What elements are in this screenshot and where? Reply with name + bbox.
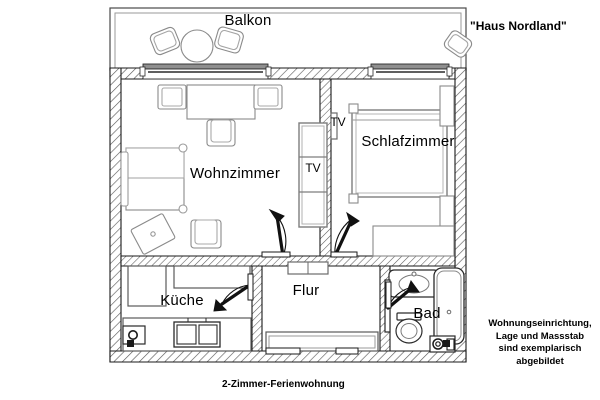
balcony-doors <box>139 63 453 80</box>
wall-tv <box>330 112 338 140</box>
annotation-tv-wall: TV <box>330 115 345 129</box>
dining-chair-bottom <box>206 119 236 147</box>
upper-cabinet <box>173 265 251 289</box>
side-table <box>130 213 176 255</box>
balcony-chair-right <box>214 26 244 54</box>
tv-shelf-unit <box>298 122 328 228</box>
door-kitchen <box>213 273 254 312</box>
bedroom-chest <box>372 225 455 257</box>
doors <box>213 208 420 355</box>
living-room-furniture <box>120 84 338 255</box>
balcony-table <box>180 29 214 63</box>
note-line-2: Lage und Massstab <box>495 330 585 342</box>
dining-chair-left <box>157 84 187 110</box>
bedroom-furniture <box>348 85 455 257</box>
balcony-chair-far-right <box>443 30 473 58</box>
sofa <box>120 143 188 214</box>
door-bedroom <box>330 211 360 258</box>
balcony-furniture <box>149 26 473 63</box>
room-label-bad: Bad <box>413 305 440 322</box>
room-label-flur: Flur <box>293 282 320 299</box>
wardrobe-top <box>439 85 455 127</box>
bed <box>351 109 448 198</box>
room-label-kueche: Küche <box>160 292 204 309</box>
bathroom-sink <box>388 269 440 298</box>
room-label-balkon: Balkon <box>224 12 271 29</box>
armchair <box>190 219 222 249</box>
note-line-3: sind exemplarisch <box>498 343 582 354</box>
room-label-schlafzimmer: Schlafzimmer <box>361 133 454 150</box>
door-bathroom <box>385 279 420 310</box>
kitchen-furniture <box>122 265 252 352</box>
balcony-outline <box>109 7 467 71</box>
fridge <box>127 265 167 307</box>
dining-chair-right <box>253 84 283 110</box>
room-label-wohnzimmer: Wohnzimmer <box>190 165 280 182</box>
plan-caption: 2-Zimmer-Ferienwohnung <box>222 379 345 390</box>
washing-machine <box>429 335 456 353</box>
note-line-4: abgebildet <box>516 355 564 367</box>
plan-title: "Haus Nordland" <box>470 19 567 33</box>
balcony-chair-left <box>149 26 181 56</box>
door-entrance <box>265 347 359 355</box>
corner-markers <box>127 340 450 347</box>
dining-table <box>186 84 256 120</box>
toilet <box>395 312 423 344</box>
nightstand-left <box>348 103 359 114</box>
annotation-tv-shelf: TV <box>305 161 320 175</box>
nightstand-left-2 <box>348 193 359 204</box>
door-living-room <box>261 208 291 258</box>
note-line-1: Wohnungseinrichtung, <box>488 318 592 329</box>
plan-disclaimer-note: Wohnungseinrichtung, Lage und Massstab s… <box>484 318 596 368</box>
hallway-furniture <box>265 261 379 352</box>
